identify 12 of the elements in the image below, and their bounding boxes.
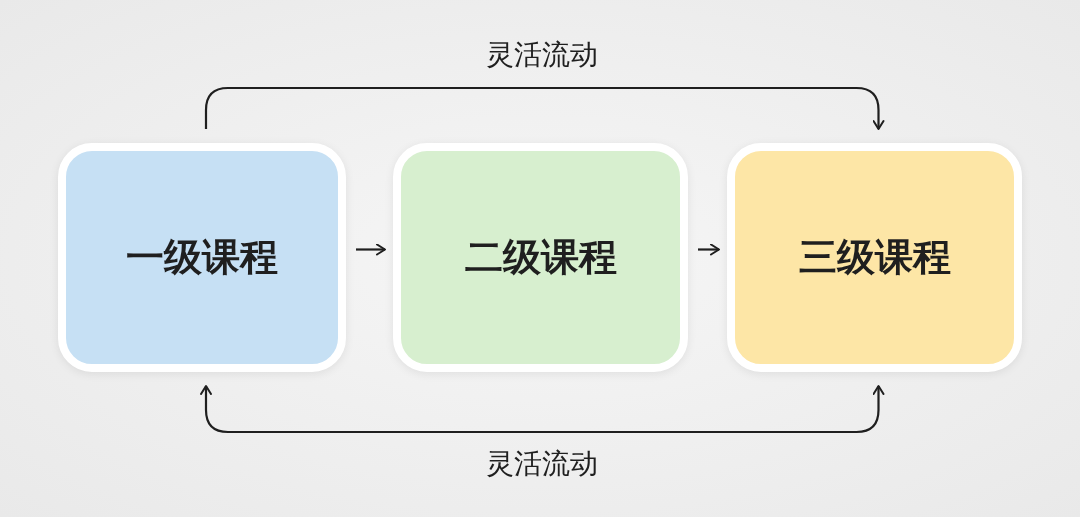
arrow [356, 243, 386, 256]
course-card [393, 143, 688, 372]
edge-label: 灵活流动 [485, 37, 600, 73]
course-card [58, 143, 346, 372]
arrow [698, 243, 720, 256]
card-title: 二级课程 [464, 234, 617, 281]
card-title: 三级课程 [798, 234, 951, 281]
edge-label: 灵活流动 [485, 446, 600, 482]
arrow [204, 86, 885, 130]
card-title: 一级课程 [126, 234, 278, 281]
arrow [200, 385, 885, 434]
course-card [727, 143, 1022, 372]
